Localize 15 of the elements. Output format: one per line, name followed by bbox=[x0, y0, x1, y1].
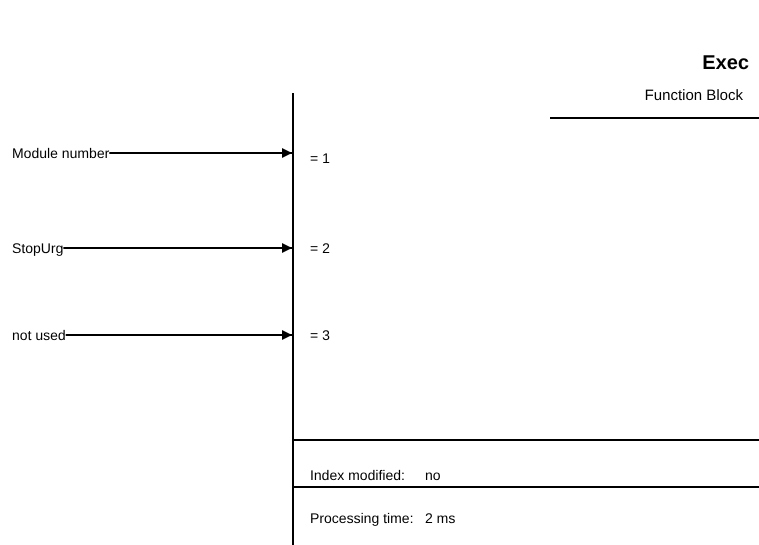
table-label: Processing time: bbox=[310, 509, 414, 527]
arrow bbox=[109, 148, 292, 158]
block-subtitle: Function Block bbox=[644, 87, 743, 105]
input-label: not used bbox=[12, 326, 66, 344]
block-title: Exec bbox=[702, 51, 749, 75]
table-value: 2 ms bbox=[425, 509, 456, 527]
arrow bbox=[66, 330, 292, 340]
table-value: no bbox=[425, 466, 441, 484]
pin-number: = 1 bbox=[310, 149, 330, 167]
pin-number: = 3 bbox=[310, 326, 330, 344]
arrow bbox=[63, 243, 292, 253]
input-label: Module number bbox=[12, 144, 110, 162]
pin-number: = 2 bbox=[310, 239, 330, 257]
table-label: Index modified: bbox=[310, 466, 405, 484]
input-label: StopUrg bbox=[12, 239, 64, 257]
